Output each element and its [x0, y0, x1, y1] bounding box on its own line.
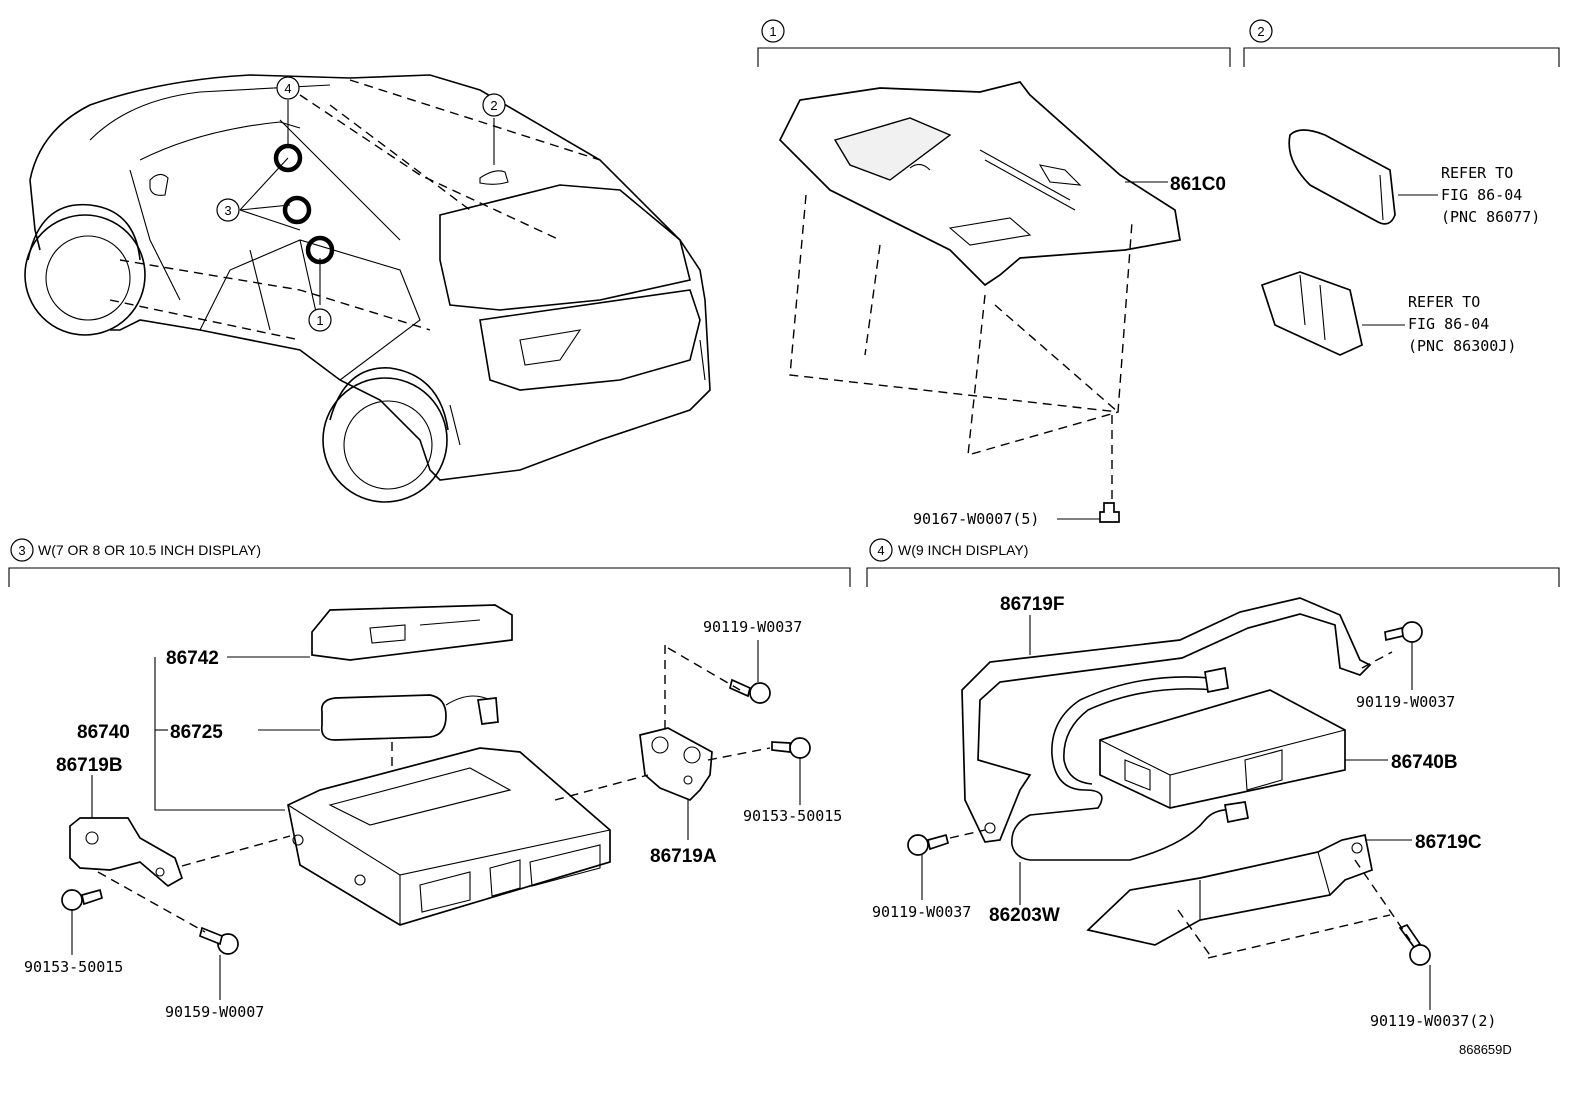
part-86742[interactable] [311, 604, 513, 661]
section-3: 3 W(7 OR 8 OR 10.5 INCH DISPLAY) [8, 538, 851, 1021]
vehicle-marker-1: 1 [308, 308, 332, 332]
part-86719C[interactable] [1086, 833, 1373, 946]
label-86719A: 86719A [650, 846, 717, 867]
antenna-module[interactable] [1260, 271, 1363, 356]
marker-4-text: 4 [284, 81, 291, 96]
bolt-90119-a[interactable] [729, 678, 771, 704]
vehicle-marker-2: 2 [482, 93, 506, 117]
screw-90167[interactable] [1099, 502, 1120, 523]
label-861C0: 861C0 [1170, 174, 1226, 195]
label-90167: 90167-W0007(5) [913, 510, 1039, 528]
ref1-line3: (PNC 86077) [1441, 208, 1540, 226]
section-2-marker: 2 [1257, 24, 1264, 39]
shark-fin-antenna[interactable] [1288, 129, 1396, 225]
marker-2-text: 2 [490, 98, 497, 113]
vehicle-illustration [24, 74, 711, 503]
bolt-90153-left[interactable] [61, 888, 104, 911]
label-86740B: 86740B [1391, 752, 1458, 773]
ref2-line2: FIG 86-04 [1408, 315, 1489, 333]
bolt-90153-right[interactable] [771, 737, 811, 759]
part-86740-unit[interactable] [287, 747, 611, 926]
marker-3-text: 3 [224, 203, 231, 218]
section-3-caption: W(7 OR 8 OR 10.5 INCH DISPLAY) [38, 542, 261, 558]
label-86719F: 86719F [1000, 594, 1064, 615]
section-3-marker: 3 [18, 543, 25, 558]
ref2-line3: (PNC 86300J) [1408, 337, 1516, 355]
ref1-line2: FIG 86-04 [1441, 186, 1522, 204]
part-86203W[interactable] [1011, 666, 1249, 861]
wireless-charger-861C0[interactable] [778, 81, 1181, 287]
label-90159: 90159-W0007 [165, 1003, 264, 1021]
vehicle-marker-4: 4 [276, 76, 300, 100]
part-86719F[interactable] [961, 597, 1372, 843]
label-90119-b: 90119-W0037 [1356, 693, 1455, 711]
label-90153-right: 90153-50015 [743, 807, 842, 825]
section-4-marker: 4 [877, 543, 884, 558]
bolt-90119-d[interactable] [1398, 923, 1431, 966]
figure-id: 868659D [1459, 1042, 1512, 1057]
part-86725[interactable] [320, 694, 499, 741]
marker-1-text: 1 [316, 313, 323, 328]
label-86719B: 86719B [56, 755, 123, 776]
section-1: 1 861C0 90167-W0007(5) [757, 19, 1231, 528]
section-4-caption: W(9 INCH DISPLAY) [898, 542, 1028, 558]
label-90119-d: 90119-W0037(2) [1370, 1012, 1496, 1030]
label-86742: 86742 [166, 648, 219, 669]
part-86719A[interactable] [639, 727, 713, 801]
section-1-marker: 1 [769, 24, 776, 39]
part-86719B[interactable] [69, 817, 184, 888]
label-86203W: 86203W [989, 905, 1060, 926]
section-2: 2 REFER TO FIG 86-04 (PNC 86077) REFER T… [1243, 19, 1560, 356]
ref1-line1: REFER TO [1441, 164, 1513, 182]
label-86725: 86725 [170, 722, 223, 743]
ref2-line1: REFER TO [1408, 293, 1480, 311]
bolt-90119-b[interactable] [1384, 621, 1423, 643]
label-90153-left: 90153-50015 [24, 958, 123, 976]
label-86740: 86740 [77, 722, 130, 743]
vehicle-marker-3: 3 [216, 198, 240, 222]
label-86719C: 86719C [1415, 832, 1482, 853]
label-90119-c: 90119-W0037 [872, 903, 971, 921]
part-86740B-unit[interactable] [1099, 689, 1346, 809]
label-90119-a: 90119-W0037 [703, 618, 802, 636]
bolt-90159[interactable] [198, 926, 239, 955]
bolt-90119-c[interactable] [907, 833, 950, 856]
section-4: 4 W(9 INCH DISPLAY) [866, 538, 1560, 1030]
